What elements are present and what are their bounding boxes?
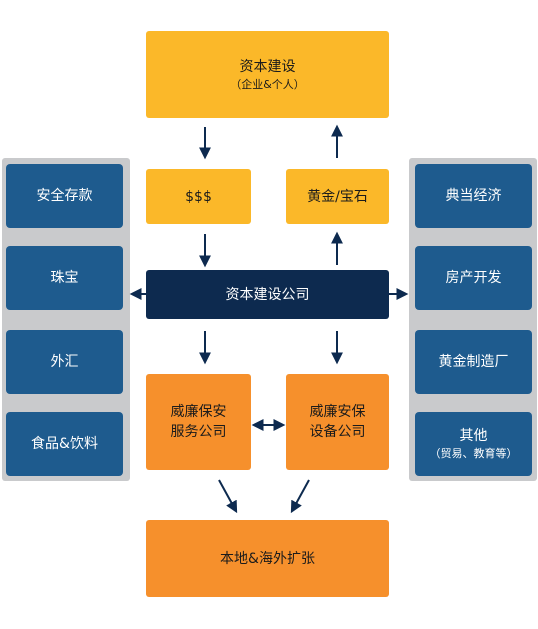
left-item-label: 食品&饮料 [31,436,98,452]
left-item-forex: 外汇 [6,330,123,394]
security-service-box: 威廉保安 服务公司 [146,374,251,470]
right-item-other: 其他 （贸易、教育等） [415,412,532,476]
money-box: $$$ [146,169,251,224]
capital-construction-box: 资本建设 （企业&个人） [146,31,389,118]
left-item-label: 安全存款 [36,188,93,204]
security-equipment-line2: 设备公司 [309,424,366,440]
arrow-equipment-to-expansion [290,479,310,514]
left-item-jewelry: 珠宝 [6,246,123,310]
right-item-sublabel: （贸易、教育等） [429,447,518,460]
left-item-food-beverage: 食品&饮料 [6,412,123,476]
expansion-label: 本地&海外扩张 [220,550,315,567]
company-label: 资本建设公司 [225,286,310,303]
right-item-label: 黄金制造厂 [438,354,509,370]
right-item-label: 典当经济 [445,188,502,204]
money-label: $$$ [185,188,212,205]
security-service-line2: 服务公司 [170,424,227,440]
right-item-pawn: 典当经济 [415,164,532,228]
arrow-service-to-expansion [218,479,238,514]
left-item-safe-deposit: 安全存款 [6,164,123,228]
left-item-label: 珠宝 [50,270,79,286]
expansion-box: 本地&海外扩张 [146,520,389,597]
left-item-label: 外汇 [50,354,79,370]
company-box: 资本建设公司 [146,270,389,319]
security-equipment-line1: 威廉安保 [309,404,366,420]
security-service-line1: 威廉保安 [170,404,227,420]
right-item-gold-factory: 黄金制造厂 [415,330,532,394]
capital-construction-subtitle: （企业&个人） [230,77,305,91]
gold-gems-label: 黄金/宝石 [307,188,368,205]
security-equipment-box: 威廉安保 设备公司 [286,374,389,470]
capital-construction-title: 资本建设 [239,58,296,75]
gold-gems-box: 黄金/宝石 [286,169,389,224]
right-item-label: 房产开发 [445,270,502,286]
right-item-label: 其他 [459,428,488,444]
right-item-real-estate: 房产开发 [415,246,532,310]
